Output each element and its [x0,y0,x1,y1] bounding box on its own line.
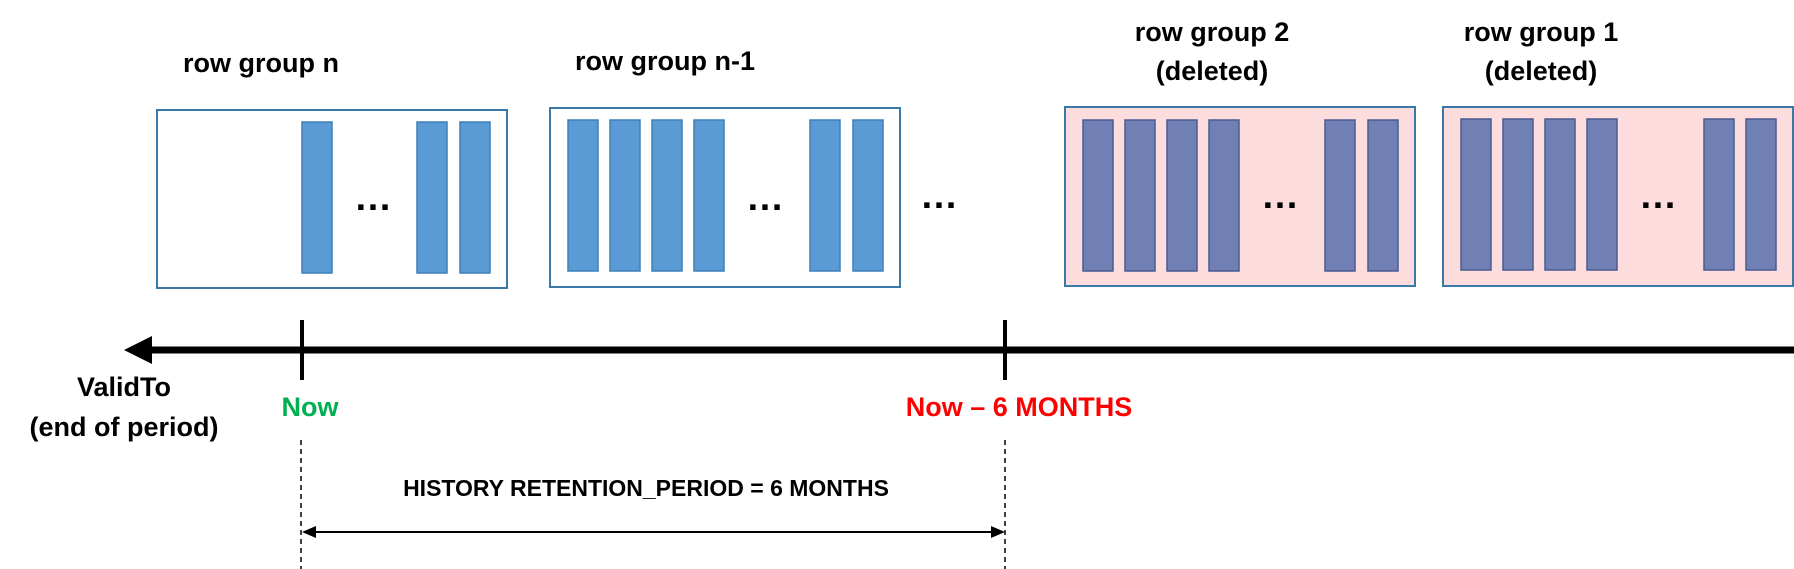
row-group-2-subtitle: (deleted) [1156,56,1269,86]
ellipsis: … [746,177,784,219]
ellipsis: … [354,177,392,219]
column-segment [651,119,683,272]
ellipsis: … [1639,175,1677,217]
retention-period-label: HISTORY RETENTION_PERIOD = 6 MONTHS [403,475,889,501]
column-segment [1324,119,1356,272]
row-group-n-1-title: row group n-1 [575,46,755,76]
column-segment [459,121,491,274]
row-group-n-title: row group n [183,48,339,78]
row-group-2-title: row group 2 [1135,17,1290,47]
column-segment [1367,119,1399,272]
column-segment [609,119,641,272]
ellipsis: … [1261,175,1299,217]
retention-arrowhead-right [991,526,1005,538]
row-group-2-box [1064,106,1416,287]
column-segment [1703,118,1735,271]
column-segment [1208,119,1240,272]
ellipsis: … [920,175,958,217]
cutoff-label: Now – 6 MONTHS [906,392,1133,422]
column-segment [567,119,599,272]
row-group-1-box [1442,106,1794,287]
column-segment [1502,118,1534,271]
axis-label-validto: ValidTo [77,372,171,402]
column-segment [1460,118,1492,271]
column-segment [1544,118,1576,271]
column-segment [1124,119,1156,272]
row-group-1-title: row group 1 [1464,17,1619,47]
timeline-arrowhead [124,336,152,364]
column-segment [416,121,448,274]
retention-arrowhead-left [302,526,316,538]
now-label: Now [282,392,340,422]
column-segment [301,121,333,274]
column-segment [852,119,884,272]
column-segment [1082,119,1114,272]
axis-label-end-of-period: (end of period) [30,412,219,442]
column-segment [1745,118,1777,271]
row-group-n-1-box [549,107,901,288]
column-segment [1166,119,1198,272]
column-segment [693,119,725,272]
row-group-1-subtitle: (deleted) [1485,56,1598,86]
column-segment [809,119,841,272]
column-segment [1586,118,1618,271]
